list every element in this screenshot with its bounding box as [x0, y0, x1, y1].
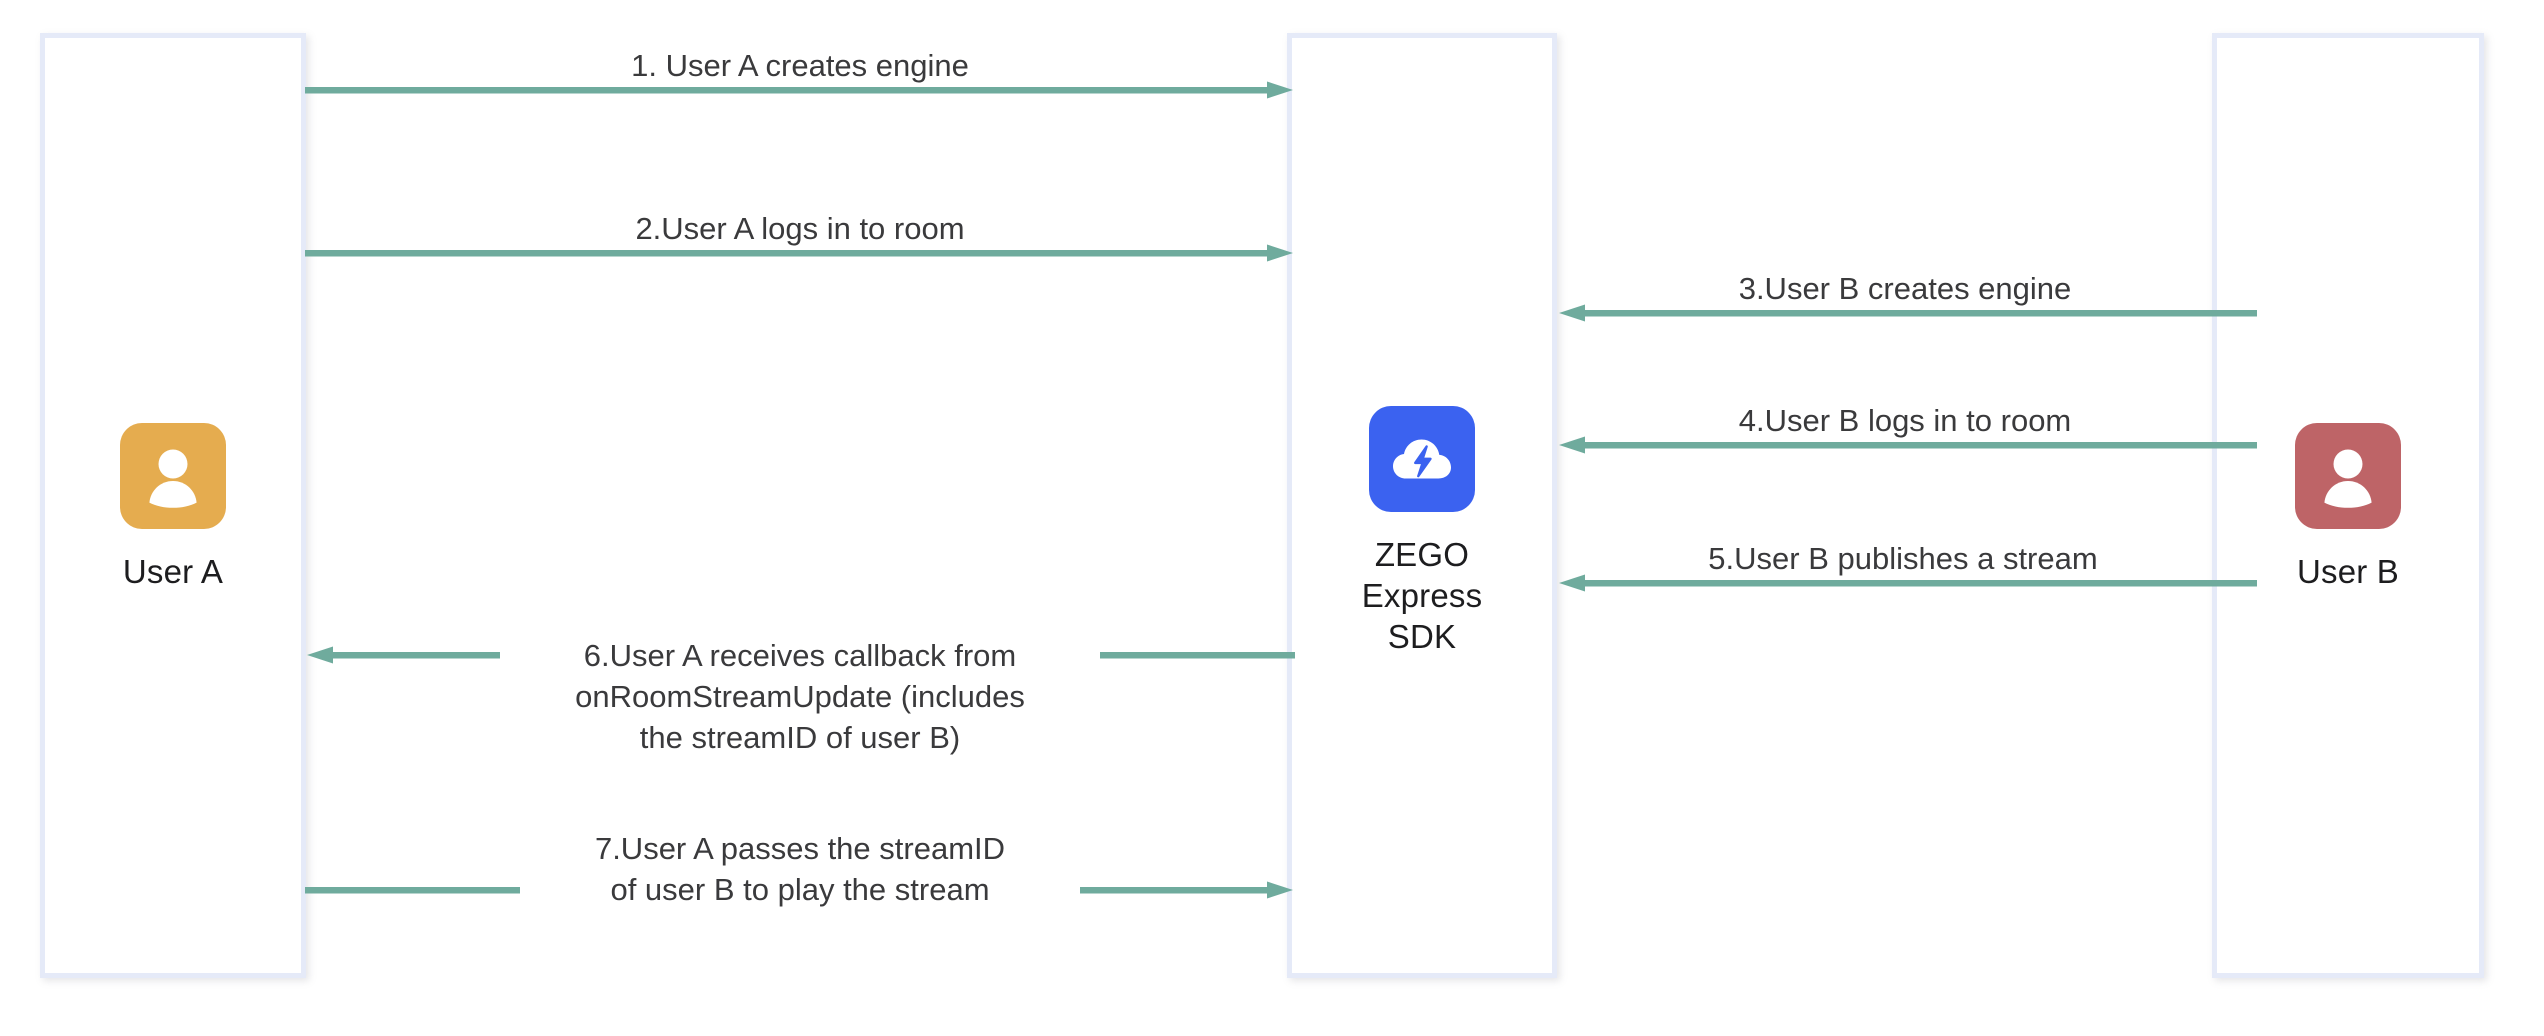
message-label-7: 7.User A passes the streamID of user B t… — [520, 828, 1080, 910]
actor-user-b: User B — [2217, 423, 2479, 592]
zego-cloud-bolt-icon — [1369, 406, 1475, 512]
message-label-1: 1. User A creates engine — [560, 45, 1040, 86]
message-label-2: 2.User A logs in to room — [560, 208, 1040, 249]
lifeline-user-b: User B — [2212, 33, 2484, 978]
actor-label-user-b: User B — [2296, 553, 2400, 590]
user-avatar-icon — [2295, 423, 2401, 529]
actor-label-user-a: User A — [122, 553, 224, 590]
actor-user-a: User A — [45, 423, 301, 592]
message-label-6: 6.User A receives callback from onRoomSt… — [500, 635, 1100, 758]
message-label-4: 4.User B logs in to room — [1660, 400, 2150, 441]
message-label-5: 5.User B publishes a stream — [1648, 538, 2158, 579]
lifeline-user-a: User A — [40, 33, 306, 978]
user-avatar-icon — [120, 423, 226, 529]
lifeline-zego-express-sdk: ZEGO Express SDK — [1287, 33, 1557, 978]
actor-zego-express-sdk: ZEGO Express SDK — [1292, 406, 1552, 657]
message-label-3: 3.User B creates engine — [1660, 268, 2150, 309]
actor-label-zego-express-sdk: ZEGO Express SDK — [1361, 536, 1483, 655]
